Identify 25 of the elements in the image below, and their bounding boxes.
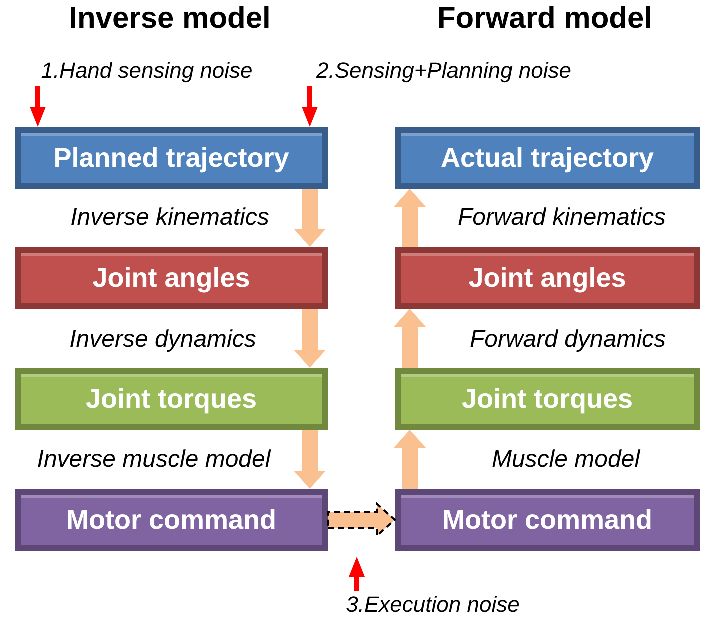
column-heading: Inverse model [69,2,271,36]
process-box: Joint torques [395,368,700,430]
noise-label: 3.Execution noise [326,591,540,619]
process-box: Joint angles [395,247,700,309]
arrow [294,309,326,368]
process-box: Actual trajectory [395,127,700,189]
arrow [327,502,396,538]
process-box: Joint angles [15,247,328,309]
process-box: Motor command [15,489,328,551]
noise-label: 2.Sensing+Planning noise [288,56,600,86]
arrow [294,430,326,489]
arrow [30,86,46,127]
arrow [394,309,426,368]
arrow [349,557,365,591]
process-box: Joint torques [15,368,328,430]
process-box: Motor command [395,489,700,551]
column-heading: Forward model [437,2,653,36]
arrow [302,86,318,127]
arrow [394,430,426,489]
arrow [394,189,426,247]
arrow [294,189,326,247]
edge-label: Forward dynamics [470,326,666,354]
edge-label: Inverse dynamics [70,326,256,354]
process-box: Planned trajectory [15,127,328,189]
noise-label: 1.Hand sensing noise [18,56,276,86]
